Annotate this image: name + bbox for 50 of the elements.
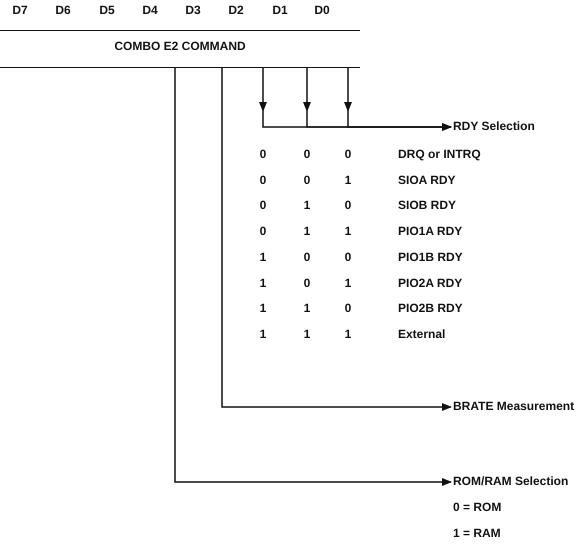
bit-value: 0: [260, 198, 266, 212]
output-label: RDY Selection: [453, 119, 535, 133]
bit-value: 1: [344, 326, 352, 341]
bit-label: D5: [99, 3, 115, 17]
bit-value: 0: [260, 172, 266, 187]
bit-value: 1: [344, 276, 352, 290]
bit-value: 0: [344, 250, 352, 264]
output-label: BRATE Measurement: [453, 399, 574, 413]
selection-option: PIO1A RDY: [398, 224, 462, 238]
bit-value: 1: [344, 224, 352, 238]
bit-value: 0: [304, 250, 310, 264]
bit-value: 1: [304, 198, 310, 212]
bit-value: 1: [344, 172, 352, 187]
value-note: 1 = RAM: [453, 526, 501, 540]
bit-label: D3: [185, 3, 201, 17]
value-note: 0 = ROM: [453, 500, 502, 514]
selection-option: SIOA RDY: [398, 172, 456, 187]
bit-value: 0: [344, 301, 352, 316]
selection-option: DRQ or INTRQ: [398, 147, 481, 161]
bit-value: 0: [260, 147, 266, 161]
selection-option: SIOB RDY: [398, 198, 456, 212]
bit-value: 0: [304, 147, 310, 161]
bit-label: D2: [228, 3, 244, 17]
selection-option: PIO2B RDY: [398, 301, 463, 316]
register-bar: [0, 30, 360, 68]
selection-option: PIO2A RDY: [398, 276, 462, 290]
arrow: [221, 68, 452, 411]
bit-value: 0: [304, 276, 310, 290]
bit-label: D1: [272, 3, 288, 17]
bit-value: 0: [344, 147, 352, 161]
output-label: ROM/RAM Selection: [453, 474, 568, 488]
arrow: [344, 68, 452, 131]
selection-option: PIO1B RDY: [398, 250, 463, 264]
bit-value: 1: [304, 326, 310, 341]
bit-label: D4: [142, 3, 158, 17]
register-name: COMBO E2 COMMAND: [114, 39, 246, 53]
bit-value: 1: [260, 301, 266, 316]
bit-value: 1: [304, 301, 310, 316]
bit-label: D6: [55, 3, 71, 17]
bit-value: 0: [304, 172, 310, 187]
selection-option: External: [398, 326, 446, 341]
arrow: [174, 68, 452, 486]
bit-value: 1: [260, 326, 266, 341]
bit-value: 1: [260, 276, 266, 290]
bit-value: 0: [344, 198, 352, 212]
bit-value: 1: [304, 224, 310, 238]
bit-label: D7: [12, 3, 28, 17]
bit-value: 0: [260, 224, 266, 238]
bit-value: 1: [260, 250, 266, 264]
bit-label: D0: [314, 3, 330, 17]
